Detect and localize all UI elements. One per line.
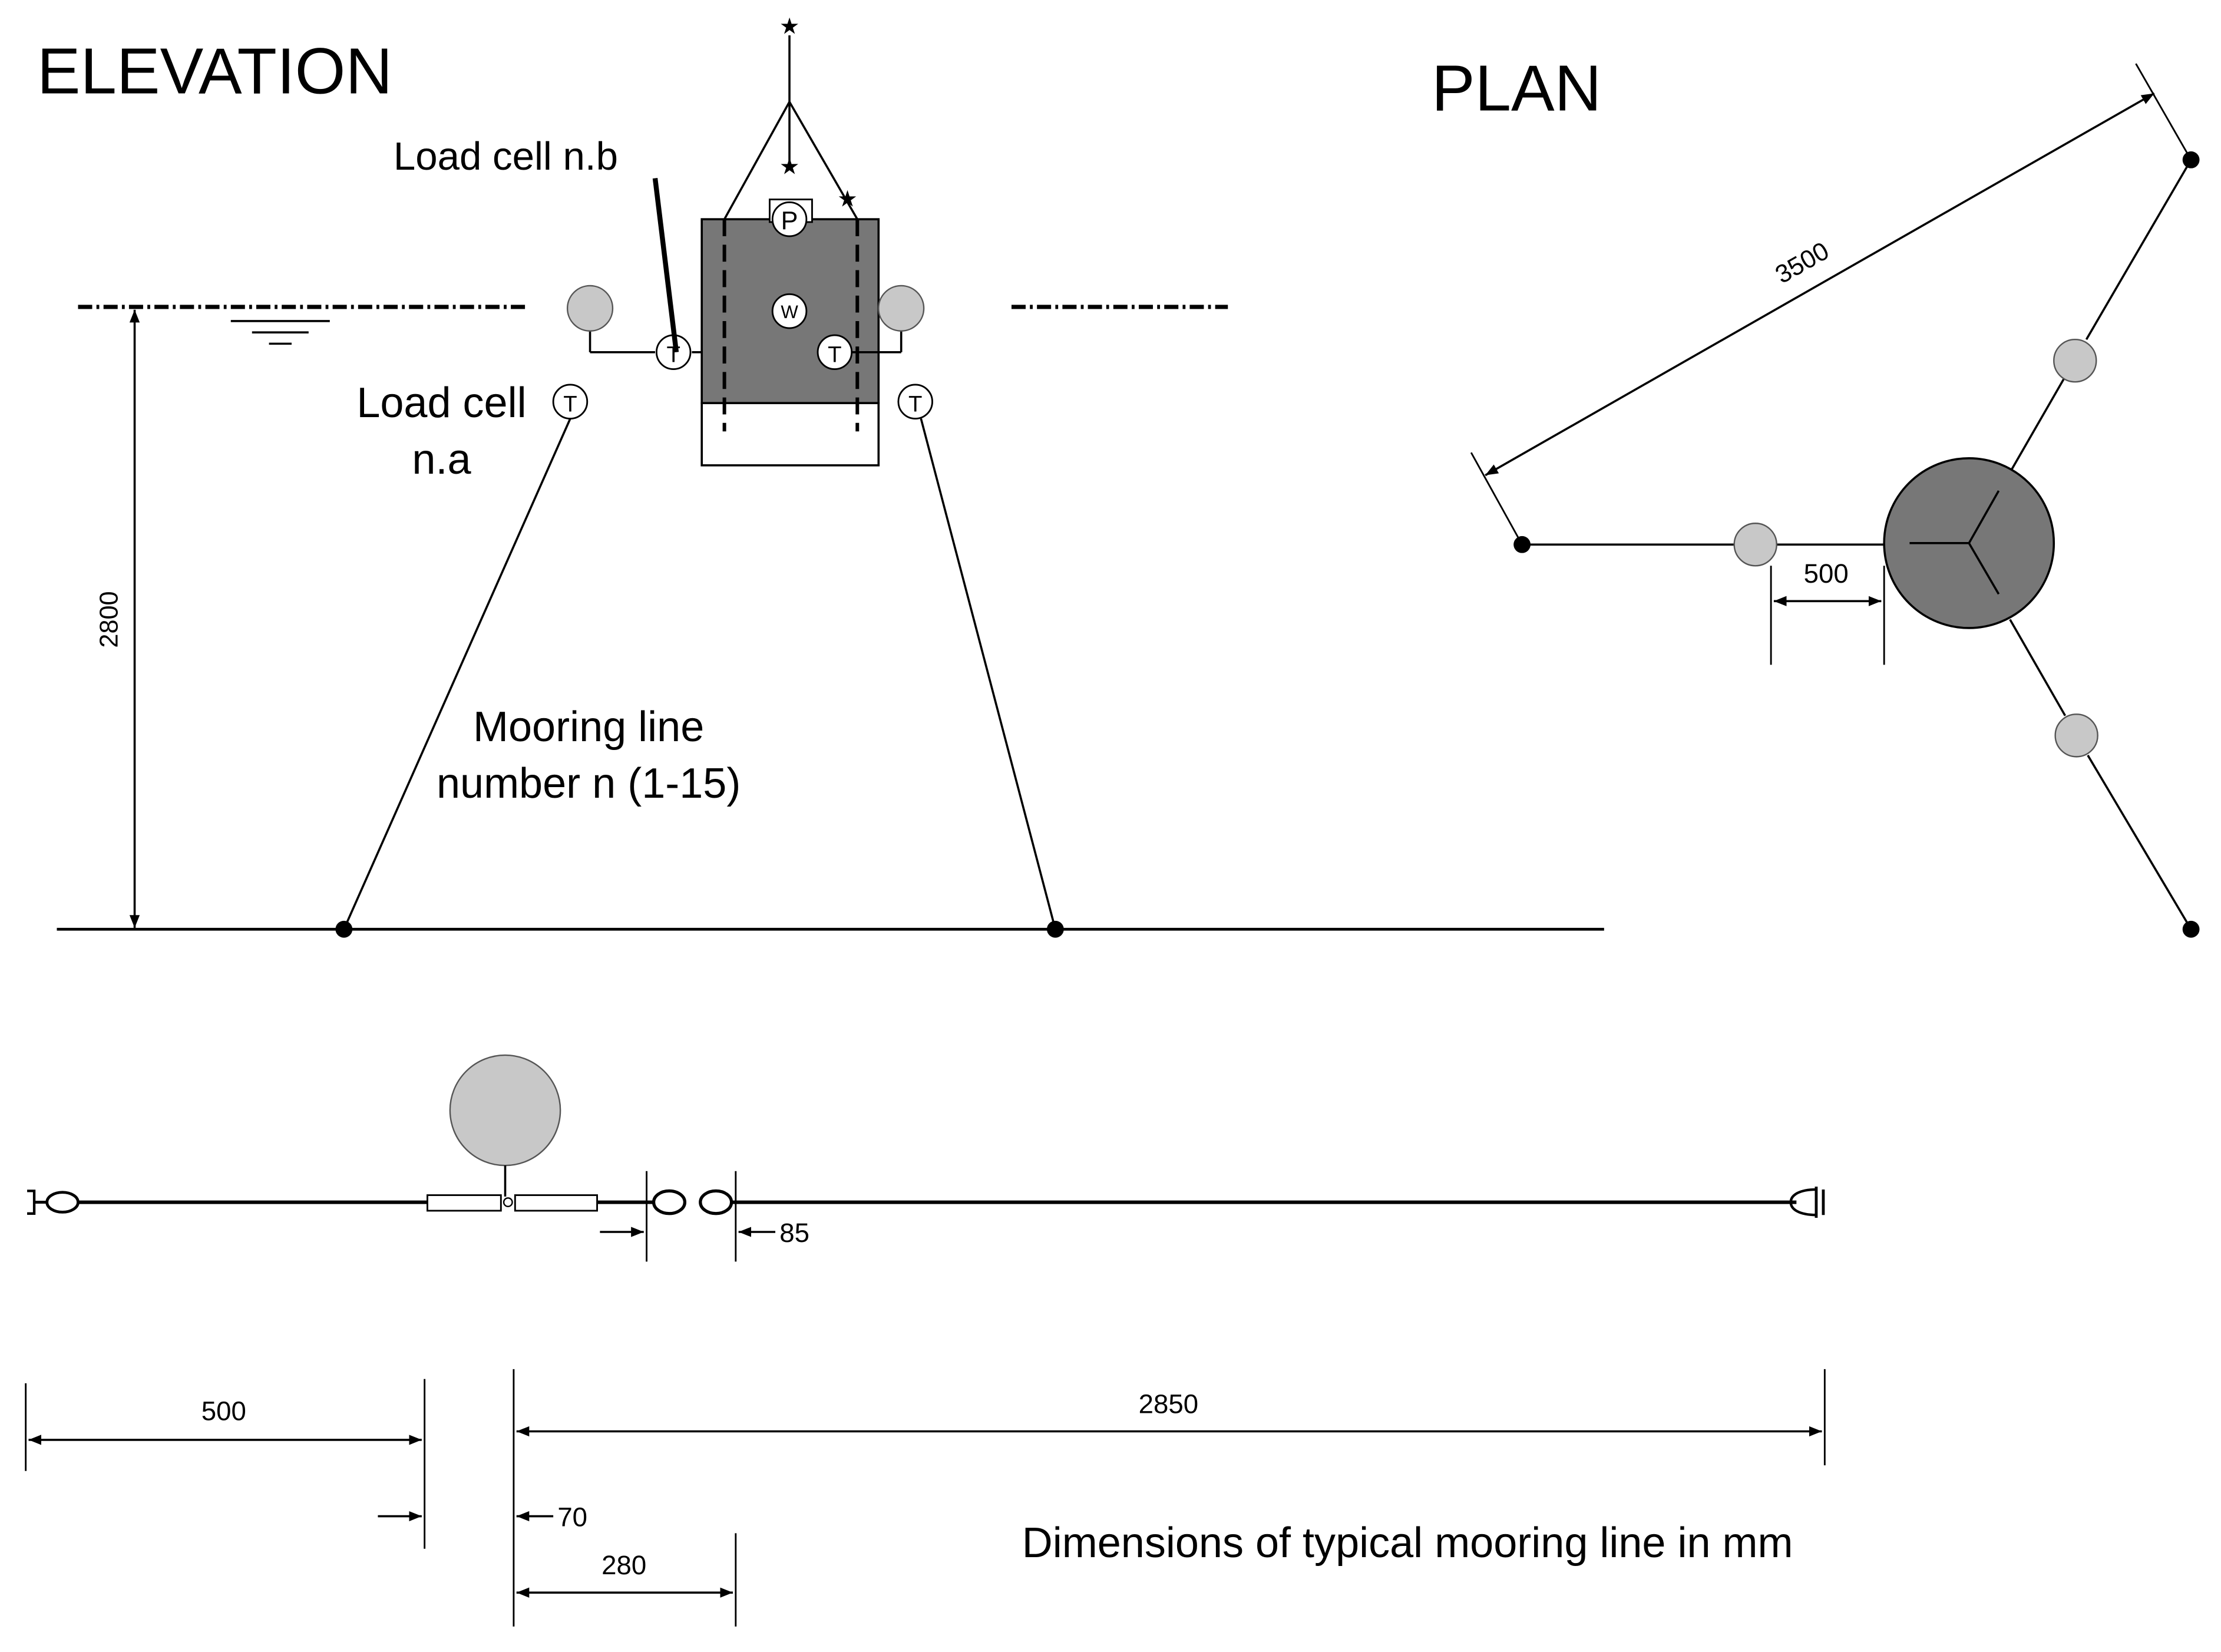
elevation-title: ELEVATION bbox=[37, 35, 392, 107]
mooring-line-label-line1: Mooring line bbox=[473, 703, 704, 751]
mooring-line-right bbox=[920, 418, 1057, 930]
p-sensor-label: P bbox=[781, 207, 798, 235]
mooring-line-left bbox=[343, 418, 571, 930]
dim-70-label: 70 bbox=[557, 1502, 587, 1532]
detail-spring-left bbox=[427, 1194, 502, 1212]
star-marker-right: ★ bbox=[837, 187, 857, 212]
t-sensor-right-icon bbox=[897, 384, 933, 420]
load-cell-b-label: Load cell n.b bbox=[394, 134, 618, 179]
detail-caption: Dimensions of typical mooring line in mm bbox=[1022, 1519, 1793, 1567]
dim-2850-label: 2850 bbox=[1139, 1389, 1198, 1419]
load-cell-b-pointer bbox=[652, 177, 679, 353]
star-marker-mid: ★ bbox=[779, 154, 799, 179]
plan-anchor-south bbox=[2182, 920, 2200, 938]
w-sensor-icon bbox=[771, 293, 808, 329]
buoy-left bbox=[566, 285, 614, 332]
dim-85-label: 85 bbox=[779, 1218, 809, 1248]
plan-mooring-line-south bbox=[2087, 755, 2192, 930]
mooring-line-label-line2: number n (1-15) bbox=[437, 760, 741, 807]
load-cell-a-label-line2: n.a bbox=[412, 436, 471, 483]
plan-buoy-south bbox=[2054, 713, 2098, 758]
t-sensor-hull-label: T bbox=[828, 342, 841, 368]
bridle-left bbox=[723, 101, 791, 220]
detail-chain-links-icon bbox=[652, 1189, 733, 1215]
p-sensor-icon bbox=[771, 201, 808, 237]
bridle-right bbox=[788, 101, 858, 220]
water-level-icon bbox=[230, 320, 330, 345]
detail-spring-right bbox=[514, 1194, 598, 1212]
platform-draft-box bbox=[700, 402, 880, 467]
detail-buoy bbox=[449, 1054, 561, 1167]
t-sensor-a-icon bbox=[552, 384, 589, 420]
plan-title: PLAN bbox=[1432, 52, 1601, 124]
depth-dimension-label: 2800 bbox=[95, 591, 124, 647]
plan-buoy-north bbox=[2053, 338, 2097, 383]
plan-radius-dimension bbox=[1485, 92, 2155, 477]
star-marker-top: ★ bbox=[779, 14, 799, 39]
shackle-right-icon bbox=[1789, 1187, 1825, 1218]
w-sensor-label: W bbox=[781, 302, 798, 322]
load-cell-a-label-line1: Load cell bbox=[356, 379, 526, 427]
plan-platform-axes bbox=[1909, 490, 2000, 595]
dim-280-label: 280 bbox=[601, 1550, 646, 1580]
plan-mooring-line-north bbox=[2085, 159, 2192, 341]
plan-offset-label: 500 bbox=[1804, 559, 1849, 589]
dim-500-label: 500 bbox=[201, 1396, 246, 1426]
anchor-point-left bbox=[335, 920, 353, 938]
t-sensor-right-label: T bbox=[908, 392, 922, 417]
t-sensor-a-label: T bbox=[563, 392, 577, 417]
t-sensor-hull-icon bbox=[817, 334, 853, 371]
shackle-left-icon bbox=[27, 1190, 80, 1215]
plan-buoy-west bbox=[1733, 523, 1777, 567]
buoy-right bbox=[878, 285, 925, 332]
